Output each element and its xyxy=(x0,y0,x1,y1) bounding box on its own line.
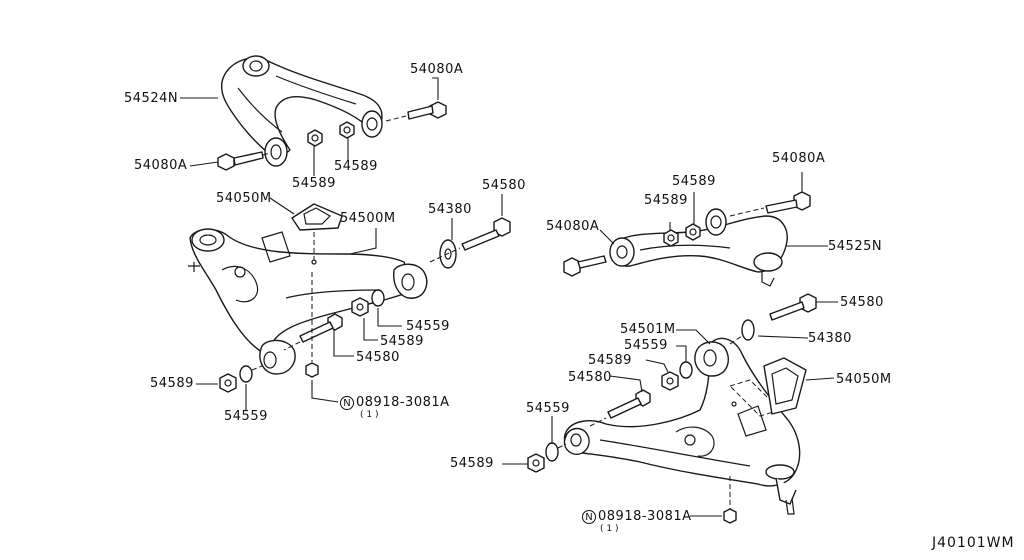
bolt-upper-right-rear xyxy=(729,191,811,217)
label-54080a-upper-right-front[interactable]: 54080A xyxy=(546,219,600,234)
label-54580-left-lower[interactable]: 54580 xyxy=(356,350,400,365)
bolt-54580-right-upper xyxy=(729,293,817,345)
nut-washer-right-lower xyxy=(527,442,567,473)
label-54080a-upper-left-rear[interactable]: 54080A xyxy=(410,62,464,77)
nut-washer-left-lower xyxy=(219,365,263,393)
label-54559-right-lower[interactable]: 54559 xyxy=(526,401,570,416)
drawing-code: J40101WM xyxy=(932,535,1015,551)
label-54380-left[interactable]: 54380 xyxy=(428,202,472,217)
n-mark-right: N xyxy=(582,510,596,524)
bolt-upper-left-rear xyxy=(385,101,447,122)
label-54050m-right[interactable]: 54050M xyxy=(836,372,892,387)
qty-left: ( 1 ) xyxy=(360,410,379,420)
label-54580-right-upper[interactable]: 54580 xyxy=(840,295,884,310)
bump-stopper-left xyxy=(291,203,343,265)
nut-upper-left-2 xyxy=(339,121,355,139)
nut-08918-right xyxy=(723,476,737,524)
label-54589-upper-right-2[interactable]: 54589 xyxy=(644,193,688,208)
label-54589-right-lower[interactable]: 54589 xyxy=(450,456,494,471)
bolt-54580-left-lower xyxy=(283,313,343,351)
label-54589-right-middle[interactable]: 54589 xyxy=(588,353,632,368)
label-54080a-upper-left-front[interactable]: 54080A xyxy=(134,158,188,173)
lower-arm-right xyxy=(563,337,801,515)
nut-08918-left xyxy=(305,272,319,378)
bolt-upper-right-front xyxy=(563,255,607,277)
label-54559-left-middle[interactable]: 54559 xyxy=(406,319,450,334)
lower-arm-left xyxy=(188,228,428,375)
nut-upper-left-1 xyxy=(307,129,323,147)
bolt-54580-left-upper xyxy=(429,217,511,263)
upper-arm-left xyxy=(220,55,383,167)
label-54500m[interactable]: 54500M xyxy=(340,211,396,226)
washer-nut-left-middle xyxy=(351,289,385,317)
label-54080a-upper-right-rear[interactable]: 54080A xyxy=(772,151,826,166)
label-54589-left-lower[interactable]: 54589 xyxy=(150,376,194,391)
nuts-upper-right xyxy=(663,223,701,247)
label-54525n[interactable]: 54525N xyxy=(828,239,883,254)
label-54501m[interactable]: 54501M xyxy=(620,322,676,337)
nut-washer-right-middle xyxy=(661,361,693,391)
label-08918-3081a-left[interactable]: 08918-3081A xyxy=(356,395,450,410)
bump-stopper-right xyxy=(763,357,807,415)
label-54580-left-upper[interactable]: 54580 xyxy=(482,178,526,193)
label-54380-right[interactable]: 54380 xyxy=(808,331,852,346)
label-08918-3081a-right[interactable]: 08918-3081A xyxy=(598,509,692,524)
label-54524n[interactable]: 54524N xyxy=(124,91,179,106)
qty-right: ( 1 ) xyxy=(600,524,619,534)
n-mark-left: N xyxy=(340,396,354,410)
upper-arm-right xyxy=(609,208,788,287)
label-54559-right-middle[interactable]: 54559 xyxy=(624,338,668,353)
label-54050m-left[interactable]: 54050M xyxy=(216,191,272,206)
bolt-upper-left-front xyxy=(217,151,271,171)
leader-lines xyxy=(180,77,838,517)
label-54589-upper-left-1[interactable]: 54589 xyxy=(292,176,336,191)
label-54580-right-lower[interactable]: 54580 xyxy=(568,370,612,385)
label-54589-upper-right-1[interactable]: 54589 xyxy=(672,174,716,189)
label-54589-upper-left-2[interactable]: 54589 xyxy=(334,159,378,174)
bolt-54580-right-lower xyxy=(589,389,651,427)
label-54589-left-middle[interactable]: 54589 xyxy=(380,334,424,349)
label-54559-left-lower[interactable]: 54559 xyxy=(224,409,268,424)
